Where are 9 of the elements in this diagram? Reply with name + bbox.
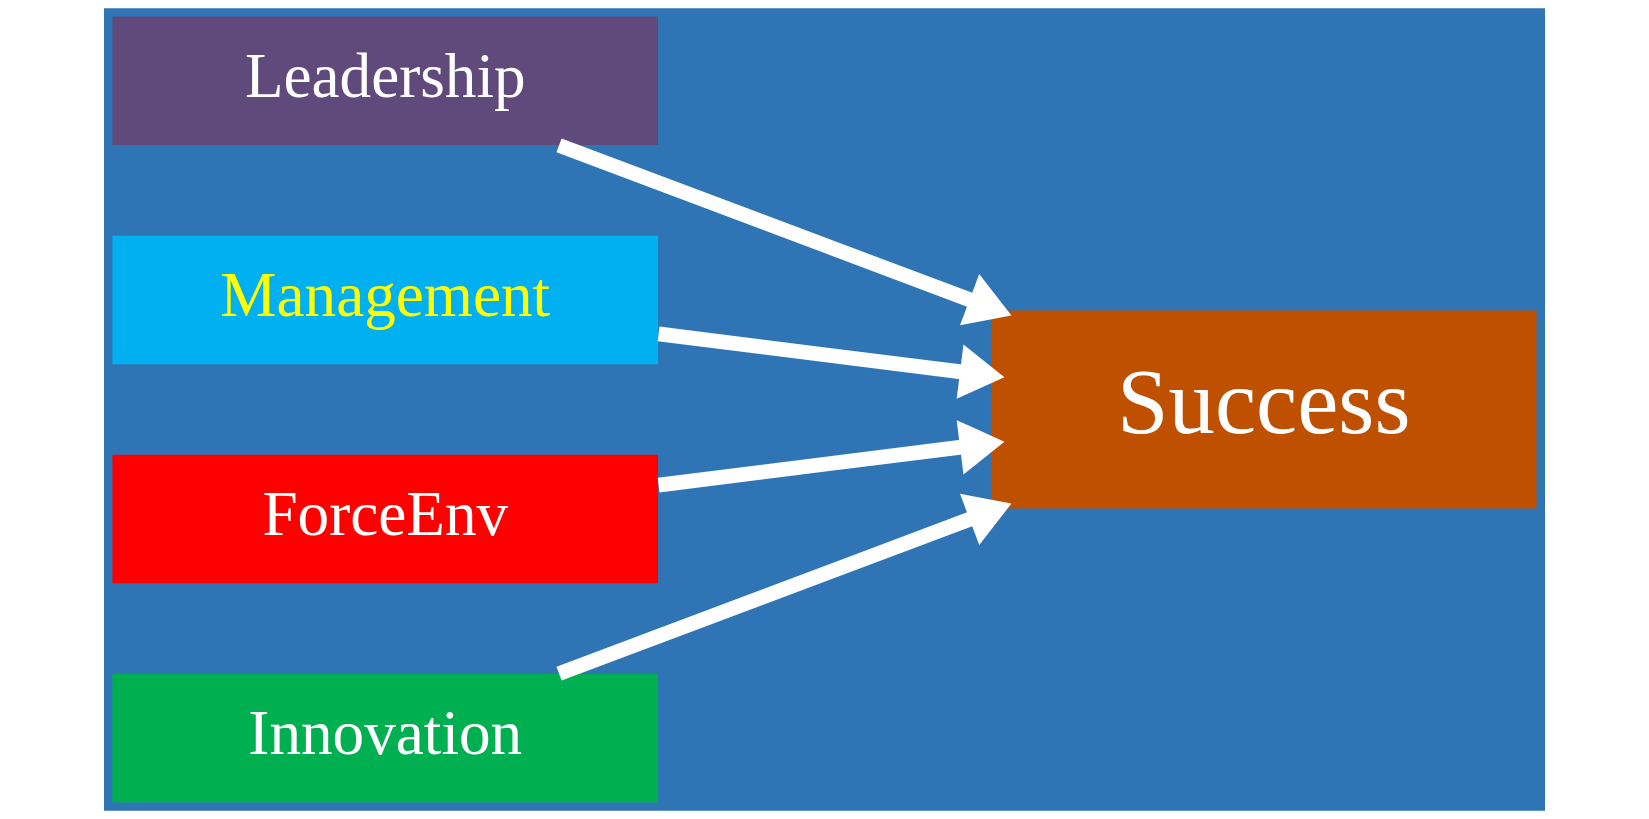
- node-box: Management: [112, 235, 659, 365]
- node-box: Leadership: [112, 16, 659, 146]
- arrow: [657, 420, 1005, 493]
- node-box: Success: [990, 310, 1537, 509]
- arrow: [657, 326, 1005, 399]
- arrow: [556, 493, 1012, 681]
- arrow: [556, 138, 1012, 326]
- node-box: Innovation: [112, 673, 659, 803]
- node-box: ForceEnv: [112, 454, 659, 584]
